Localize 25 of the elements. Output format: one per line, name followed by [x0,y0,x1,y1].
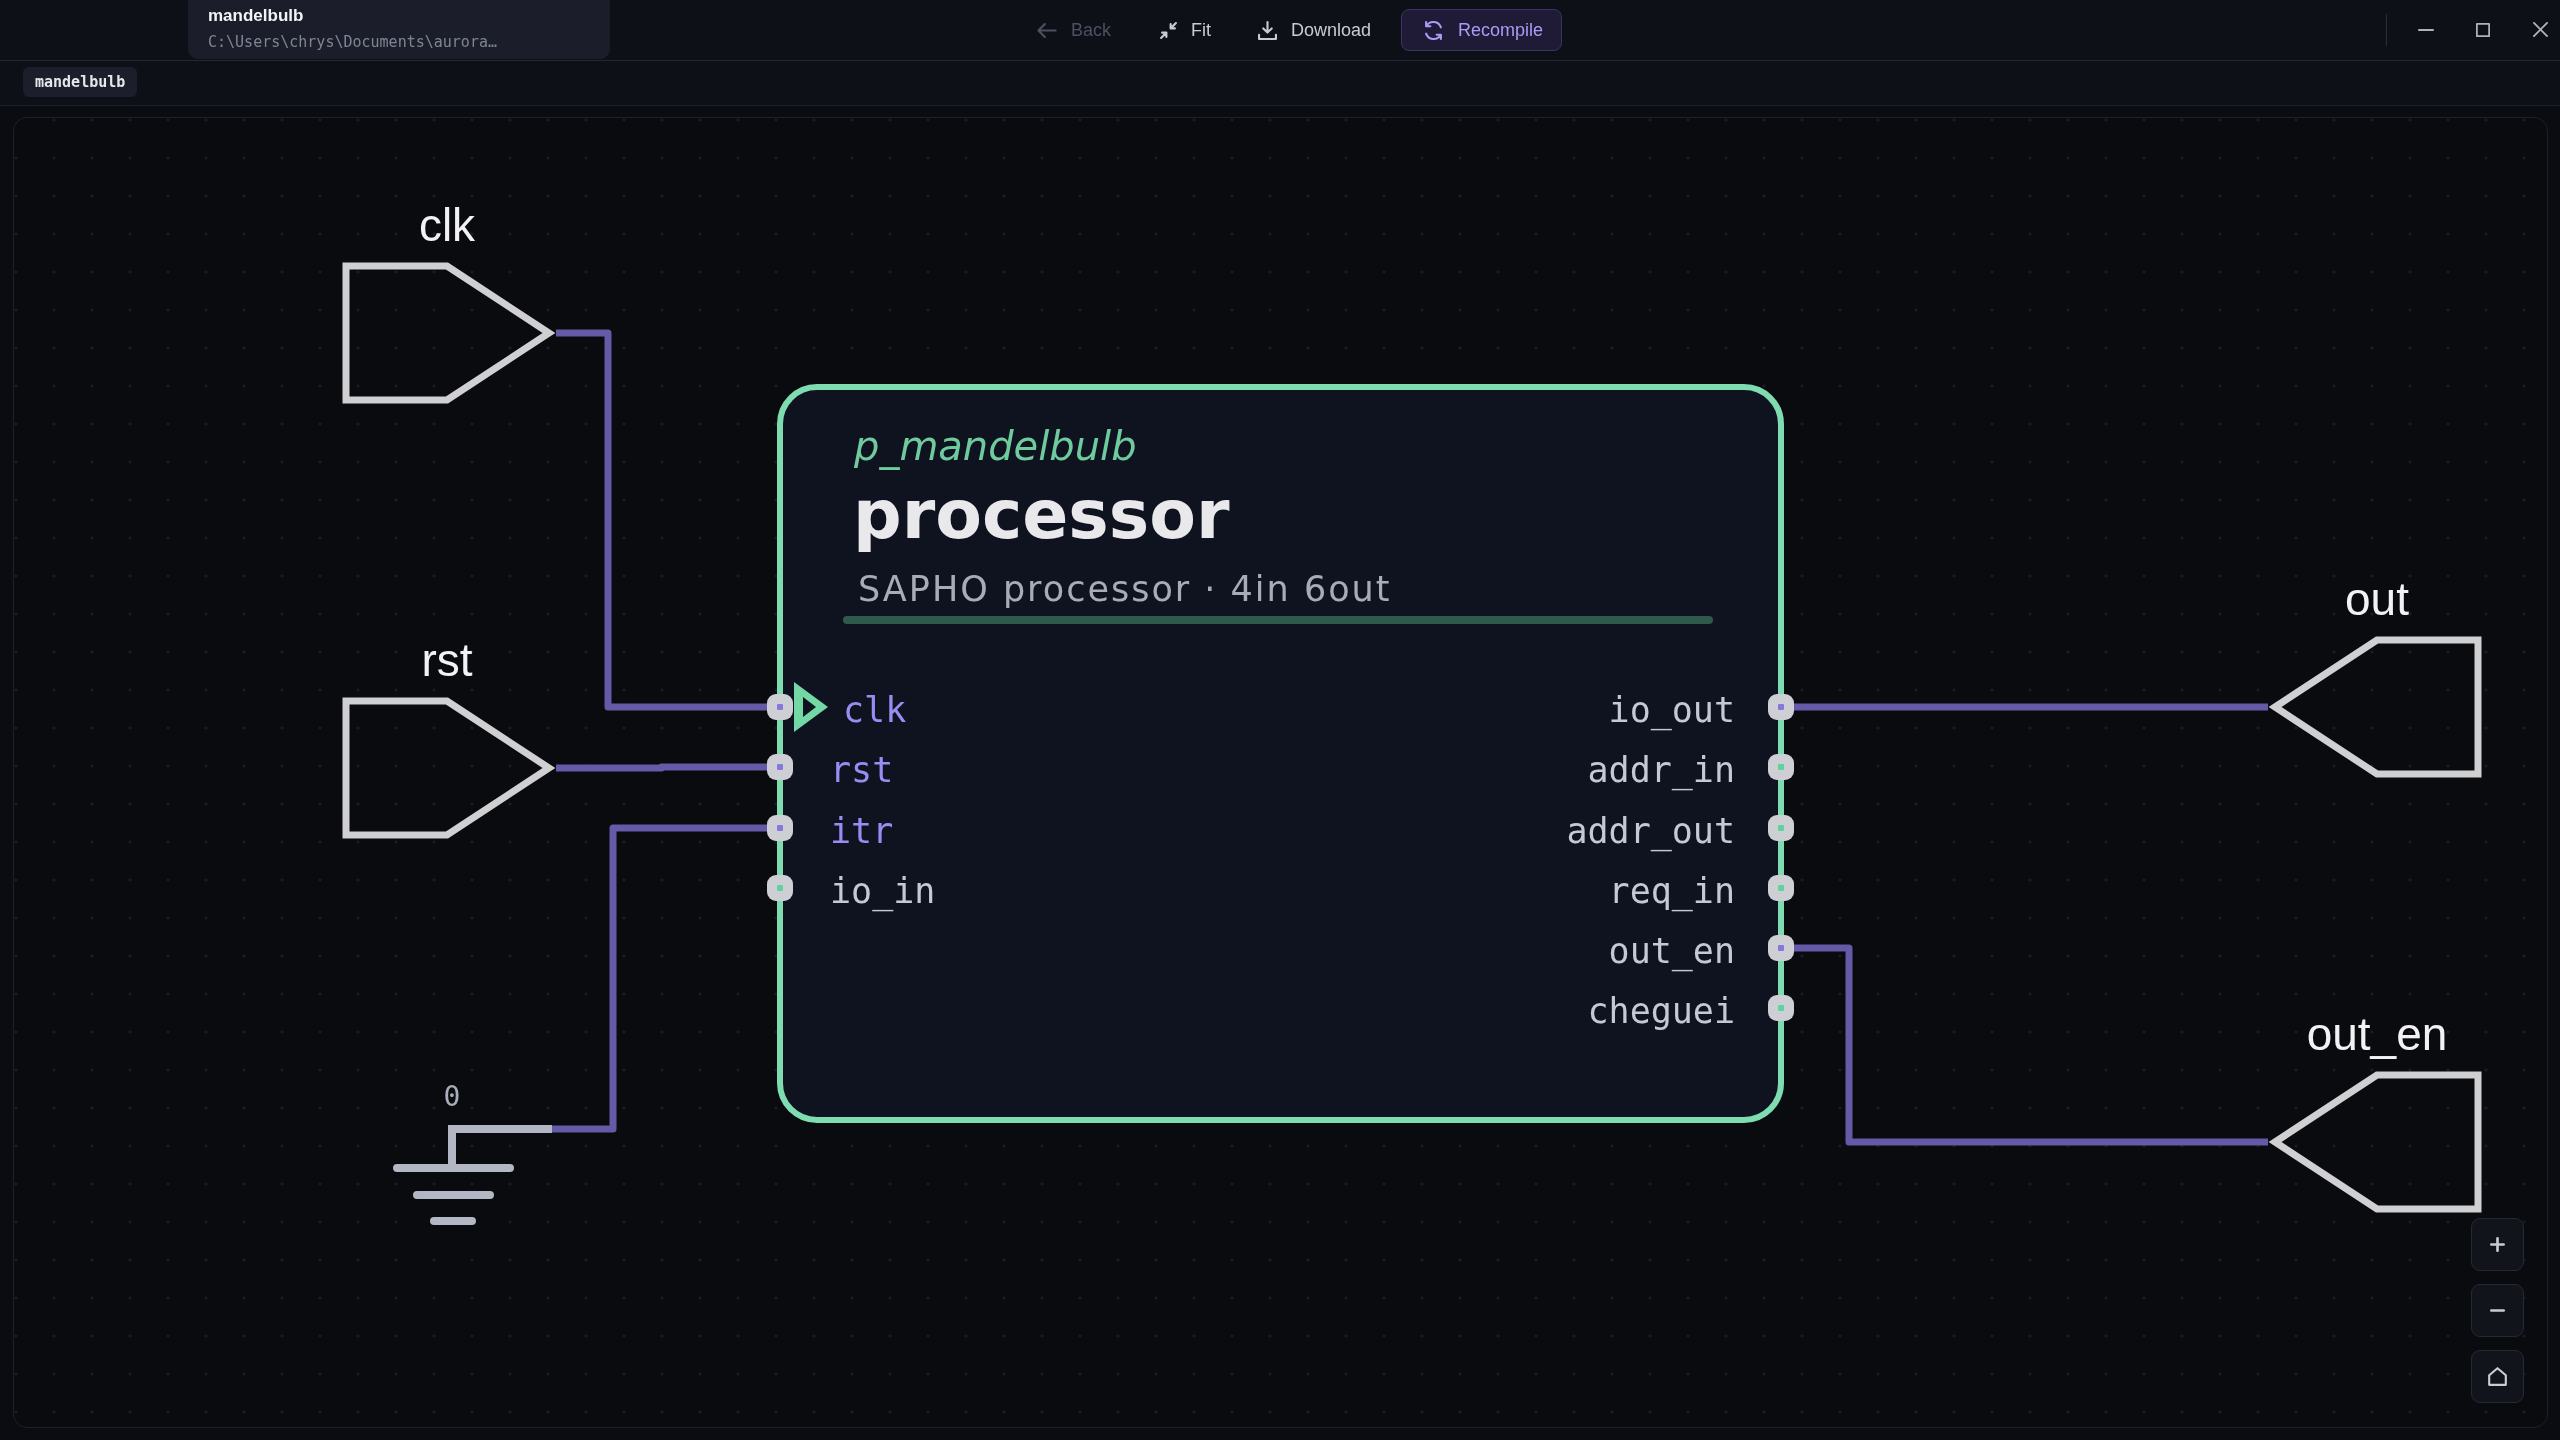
port-name: itr [830,811,894,851]
port-name: addr_in [1587,750,1735,790]
terminal-label: clk [418,199,476,252]
tab: mandelbulb [23,67,138,97]
file-path: C:\Users\chrys\Documents\aurora… [208,32,497,52]
port-name: clk [843,690,907,730]
port-name: out_en [1608,931,1735,971]
fit-button: Fit [1160,18,1211,42]
terminal-label: out [2345,573,2409,626]
port-name: req_in [1608,871,1735,911]
net-label: 0 [443,1080,461,1114]
module-title: processor [853,475,1230,555]
terminal-label: out_en [2306,1008,2448,1061]
port-name: cheguei [1587,991,1735,1031]
port-name: io_in [830,871,936,911]
document-title: mandelbulb [208,5,304,27]
back-button: Back [1037,18,1112,42]
recompile-button: Recompile [1401,9,1563,51]
instance-name: p_mandelbulb [854,422,1137,470]
terminal-label: rst [421,634,473,687]
port-name: rst [830,750,894,790]
port-name: io_out [1608,690,1735,730]
module-description: SAPHO processor · 4in 6out [858,568,1392,610]
download-button: Download [1258,18,1372,42]
port-name: addr_out [1566,811,1735,851]
